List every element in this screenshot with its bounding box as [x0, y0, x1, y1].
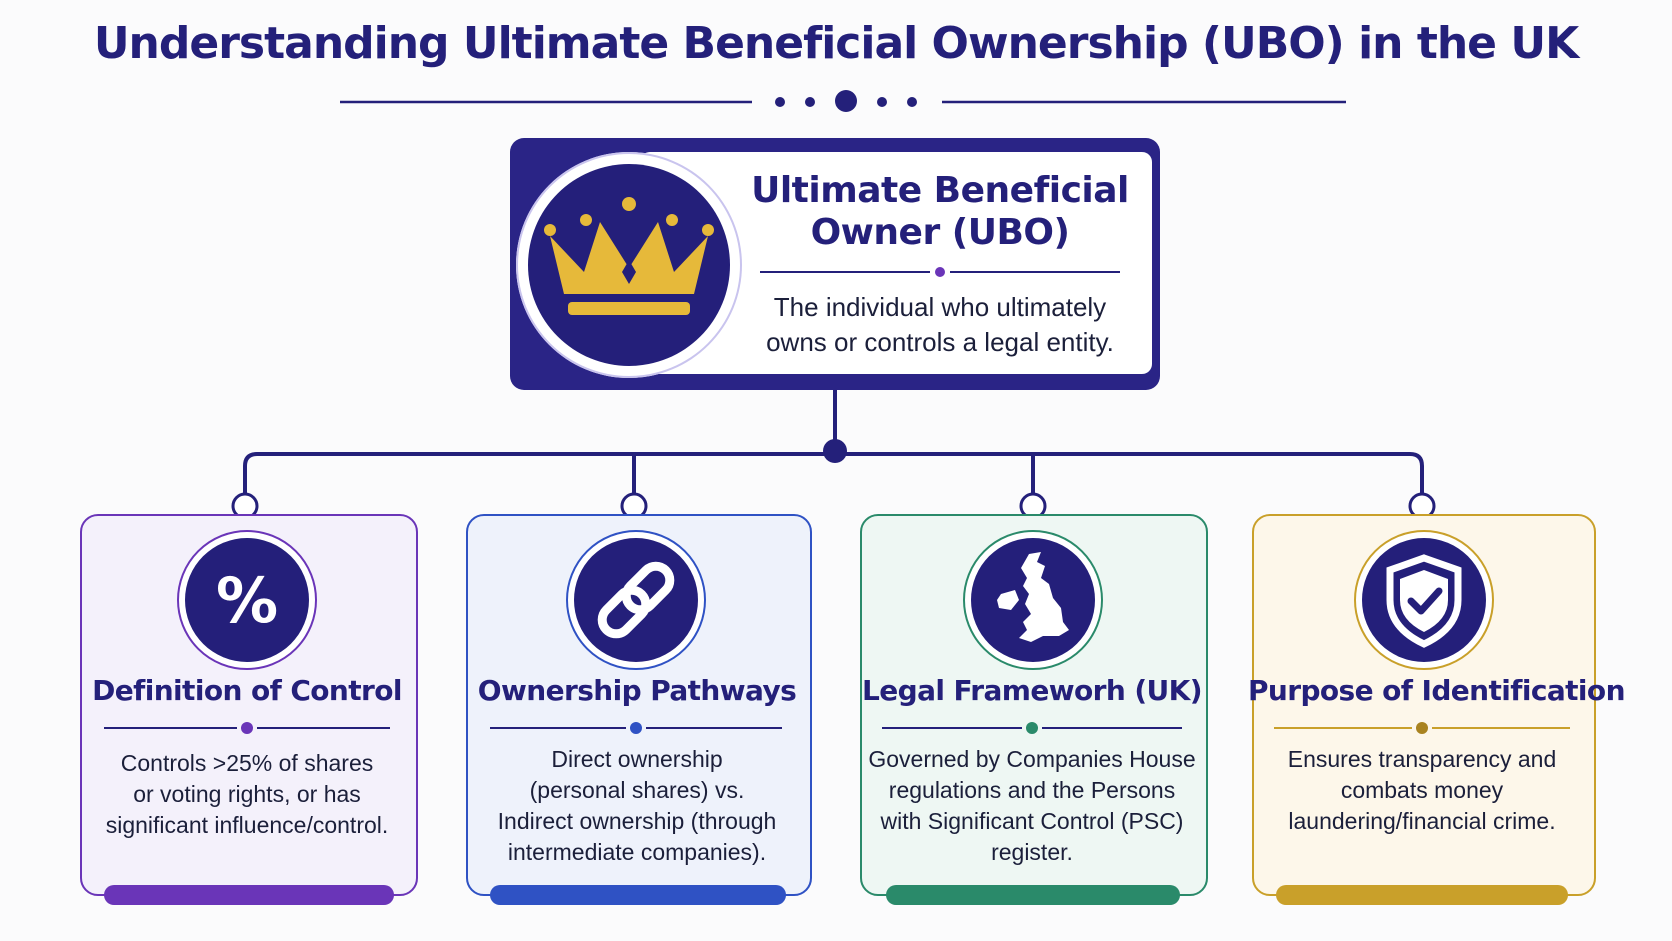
card-text-line: (personal shares) vs.	[529, 777, 745, 803]
title-divider	[0, 80, 1672, 120]
card-text-line: intermediate companies).	[507, 839, 767, 865]
ubo-heading-line1: Ultimate Beneficial	[751, 170, 1129, 211]
card-title: Purpose of Identification	[1248, 674, 1626, 707]
page-title: Understanding Ultimate Beneficial Owners…	[93, 18, 1579, 69]
card-text-line: or voting rights, or has	[133, 781, 361, 807]
card-text-line: significant influence/control.	[105, 812, 389, 838]
card-text-line: regulations and the Persons	[888, 777, 1176, 803]
ubo-description: The individual who ultimately owns or co…	[740, 290, 1140, 360]
ubo-desc-line1: The individual who ultimately	[773, 292, 1107, 322]
percent-icon: %	[185, 538, 309, 662]
card-text-line: Governed by Companies House	[868, 746, 1196, 772]
card-text-line: Direct ownership	[551, 746, 723, 772]
card-text: Ensures transparency and combats money l…	[1256, 744, 1588, 837]
card-text-line: Indirect ownership (through	[497, 808, 777, 834]
card-accent-bar	[886, 885, 1180, 905]
crown-icon	[528, 164, 730, 366]
card-text: Direct ownership (personal shares) vs. I…	[470, 744, 804, 868]
card-title: Definition of Control	[92, 674, 402, 707]
card-text-line: combats money	[1340, 777, 1504, 803]
card-text-line: Ensures transparency and	[1287, 746, 1557, 772]
card-separator	[104, 722, 390, 734]
card-separator	[1274, 722, 1570, 734]
ubo-separator	[760, 267, 1120, 277]
card-text: Governed by Companies House regulations …	[862, 744, 1202, 868]
ubo-heading-line2: Owner (UBO)	[810, 212, 1070, 253]
card-accent-bar	[104, 885, 394, 905]
card-text-line: laundering/financial crime.	[1288, 808, 1556, 834]
ubo-desc-line2: owns or controls a legal entity.	[766, 327, 1114, 357]
card-title: Legal Frameworh (UK)	[862, 674, 1203, 707]
card-separator	[490, 722, 782, 734]
uk-map-icon	[971, 538, 1095, 662]
svg-text:%: %	[216, 564, 278, 637]
shield-check-icon	[1362, 538, 1486, 662]
ubo-heading: Ultimate Beneficial Owner (UBO)	[740, 170, 1140, 254]
card-text-line: register.	[991, 839, 1073, 865]
card-text: Controls >25% of shares or voting rights…	[84, 748, 410, 841]
card-text-line: with Significant Control (PSC)	[880, 808, 1184, 834]
card-accent-bar	[490, 885, 786, 905]
card-separator	[882, 722, 1182, 734]
card-title: Ownership Pathways	[477, 674, 797, 707]
card-accent-bar	[1276, 885, 1568, 905]
chain-link-icon	[574, 538, 698, 662]
card-text-line: Controls >25% of shares	[120, 750, 374, 776]
